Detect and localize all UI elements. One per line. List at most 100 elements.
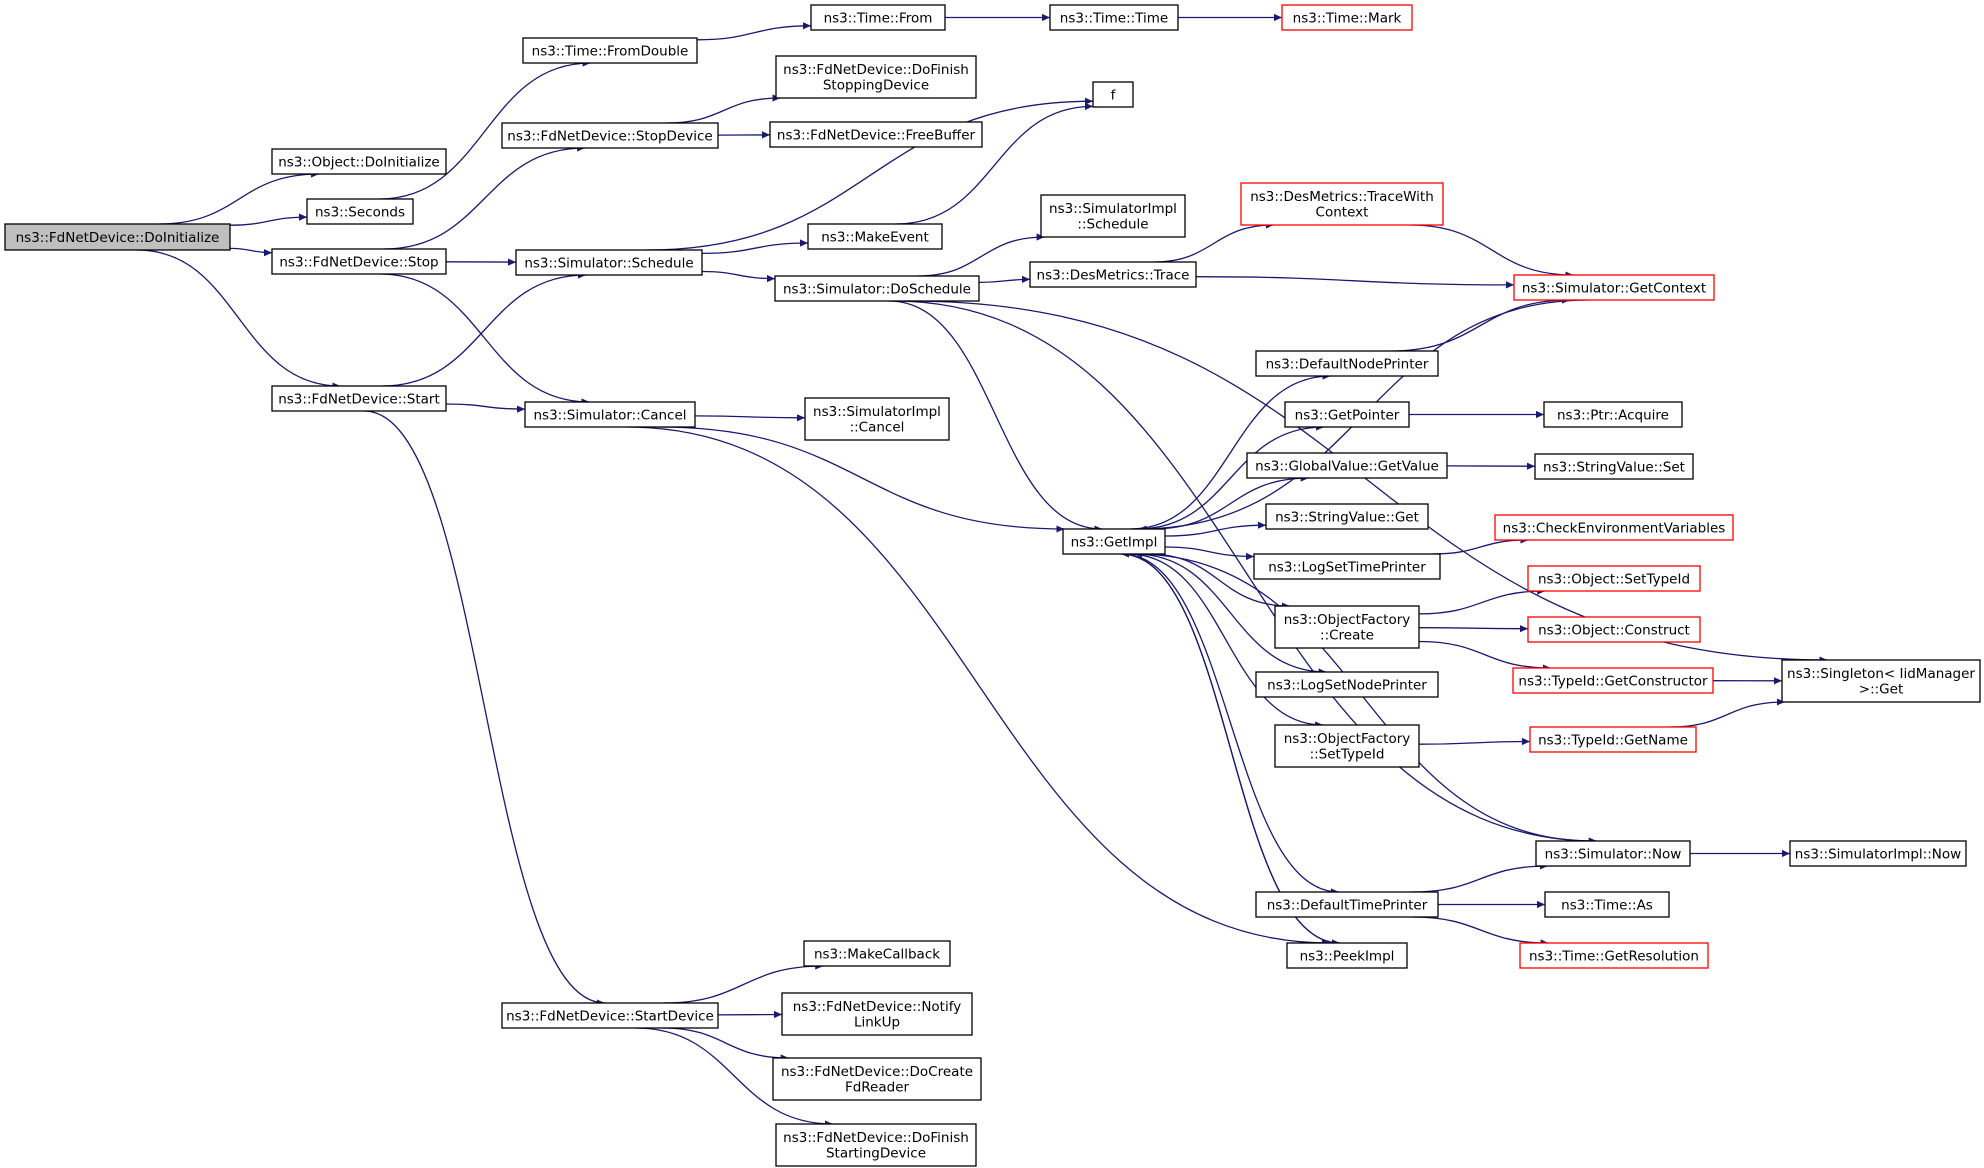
graph-node-ns3-simulator-cancel[interactable]: ns3::Simulator::Cancel xyxy=(524,401,696,428)
node-label: ns3::FdNetDevice::Start xyxy=(278,391,440,407)
node-box xyxy=(1513,274,1715,301)
graph-node-ns3-peekimpl[interactable]: ns3::PeekImpl xyxy=(1286,942,1408,969)
graph-node-ns3-globalvalue-getvalue[interactable]: ns3::GlobalValue::GetValue xyxy=(1246,452,1448,479)
node-box xyxy=(1255,671,1439,698)
edge-arrow xyxy=(646,97,1094,251)
edge-seconds-to-fromdouble xyxy=(379,59,591,200)
graph-node-ns3-getpointer[interactable]: ns3::GetPointer xyxy=(1284,401,1410,428)
node-label: ns3::SimulatorImpl xyxy=(1049,201,1177,217)
graph-node-ns3-simulator-schedule[interactable]: ns3::Simulator::Schedule xyxy=(515,249,703,276)
edge-arrow xyxy=(381,271,587,387)
node-box xyxy=(1789,840,1967,867)
node-label: ns3::GetPointer xyxy=(1295,407,1400,423)
edge-getimpl-to-globalvalue xyxy=(1152,474,1309,530)
node-box xyxy=(1512,667,1714,694)
graph-node-ns3-time-mark[interactable]: ns3::Time::Mark xyxy=(1281,4,1413,31)
graph-node-ns3-fdnetdevice-startdevice[interactable]: ns3::FdNetDevice::StartDevice xyxy=(501,1002,719,1029)
node-label: ns3::DefaultTimePrinter xyxy=(1267,897,1428,913)
node-label: ::SetTypeId xyxy=(1310,747,1385,763)
graph-node-ns3-time-as[interactable]: ns3::Time::As xyxy=(1544,891,1670,918)
graph-node-ns3-fdnetdevice-doinitialize[interactable]: ns3::FdNetDevice::DoInitialize xyxy=(4,223,231,251)
edge-arrow xyxy=(364,410,605,1007)
graph-node-ns3-simulatorimpl-schedule[interactable]: ns3::SimulatorImpl::Schedule xyxy=(1040,194,1186,238)
edge-arrow xyxy=(1153,221,1274,263)
edge-getimpl-to-logsetnode xyxy=(1134,553,1327,676)
node-label: ns3::Time::GetResolution xyxy=(1529,948,1699,964)
graph-node-ns3-checkenvironmentvariables[interactable]: ns3::CheckEnvironmentVariables xyxy=(1494,514,1734,541)
node-box xyxy=(781,992,973,1036)
edge-sched-to-makeevent xyxy=(701,239,809,255)
graph-node-f[interactable]: f xyxy=(1092,81,1134,108)
node-label: ns3::TypeId::GetName xyxy=(1538,732,1688,748)
node-label: ns3::Ptr::Acquire xyxy=(1557,407,1669,423)
graph-node-ns3-desmetrics-trace[interactable]: ns3::DesMetrics::Trace xyxy=(1029,261,1197,288)
node-label: ::Schedule xyxy=(1077,217,1148,233)
graph-node-ns3-time-getresolution[interactable]: ns3::Time::GetResolution xyxy=(1519,942,1709,969)
graph-node-ns3-seconds[interactable]: ns3::Seconds xyxy=(306,198,414,225)
graph-node-ns3-typeid-getconstructor[interactable]: ns3::TypeId::GetConstructor xyxy=(1512,667,1714,694)
node-box xyxy=(1534,453,1694,480)
node-label: ns3::DesMetrics::TraceWith xyxy=(1250,189,1434,205)
graph-node-ns3-stringvalue-set[interactable]: ns3::StringValue::Set xyxy=(1534,453,1694,480)
node-label: ns3::Time::From xyxy=(824,10,933,26)
edge-arrow xyxy=(895,102,1094,225)
graph-node-ns3-object-settypeid[interactable]: ns3::Object::SetTypeId xyxy=(1527,565,1701,592)
node-label: ns3::Simulator::DoSchedule xyxy=(783,281,971,297)
graph-node-ns3-time-fromdouble[interactable]: ns3::Time::FromDouble xyxy=(522,37,698,64)
graph-node-ns3-simulator-now[interactable]: ns3::Simulator::Now xyxy=(1535,840,1691,867)
node-box xyxy=(1519,942,1709,969)
graph-node-ns3-logsetnodeprinter[interactable]: ns3::LogSetNodePrinter xyxy=(1255,671,1439,698)
node-box xyxy=(1029,261,1197,288)
edge-deftimeprinter-to-simnow xyxy=(1412,862,1548,893)
graph-node-ns3-fdnetdevice-start[interactable]: ns3::FdNetDevice::Start xyxy=(271,385,447,412)
graph-node-ns3-singleton-iidmanager-get[interactable]: ns3::Singleton< IidManager >::Get xyxy=(1781,659,1981,703)
node-label: ns3::FdNetDevice::DoFinish xyxy=(783,1130,969,1146)
graph-node-ns3-object-doinitialize[interactable]: ns3::Object::DoInitialize xyxy=(271,148,447,175)
edge-cancel-to-getimpl xyxy=(659,426,1065,533)
graph-node-ns3-fdnetdevice-stopdevice[interactable]: ns3::FdNetDevice::StopDevice xyxy=(501,122,719,149)
edge-arrow xyxy=(1152,474,1309,530)
edge-arrow xyxy=(229,213,308,226)
node-label: ns3::StringValue::Set xyxy=(1543,459,1685,475)
graph-node-ns3-objectfactory-create[interactable]: ns3::ObjectFactory::Create xyxy=(1274,605,1420,649)
node-box xyxy=(1781,659,1981,703)
edge-deftimeprinter-to-getres xyxy=(1412,916,1549,947)
graph-node-ns3-typeid-getname[interactable]: ns3::TypeId::GetName xyxy=(1529,726,1697,753)
graph-node-ns3-fdnetdevice-stop[interactable]: ns3::FdNetDevice::Stop xyxy=(271,248,447,275)
graph-node-ns3-object-construct[interactable]: ns3::Object::Construct xyxy=(1527,616,1701,643)
graph-node-ns3-defaultnodeprinter[interactable]: ns3::DefaultNodePrinter xyxy=(1255,350,1439,377)
node-box xyxy=(775,55,977,99)
edge-arrow xyxy=(917,233,1045,277)
graph-node-ns3-time-from[interactable]: ns3::Time::From xyxy=(810,4,946,31)
node-label: ns3::FdNetDevice::StartDevice xyxy=(506,1008,714,1024)
graph-node-ns3-simulatorimpl-cancel[interactable]: ns3::SimulatorImpl::Cancel xyxy=(804,397,950,441)
graph-node-ns3-ptr-acquire[interactable]: ns3::Ptr::Acquire xyxy=(1543,401,1683,428)
edge-arrow xyxy=(1128,553,1324,729)
edge-getimpl-to-logsettime xyxy=(1164,546,1255,561)
graph-node-ns3-simulator-getcontext[interactable]: ns3::Simulator::GetContext xyxy=(1513,274,1715,301)
graph-node-ns3-defaulttimeprinter[interactable]: ns3::DefaultTimePrinter xyxy=(1255,891,1439,918)
graph-node-ns3-simulator-doschedule[interactable]: ns3::Simulator::DoSchedule xyxy=(774,275,980,302)
graph-node-ns3-time-time[interactable]: ns3::Time::Time xyxy=(1049,4,1179,31)
edge-arrow xyxy=(229,247,273,257)
graph-node-ns3-fdnetdevice-freebuffer[interactable]: ns3::FdNetDevice::FreeBuffer xyxy=(769,121,983,148)
graph-node-ns3-makecallback[interactable]: ns3::MakeCallback xyxy=(803,940,951,967)
graph-node-ns3-makeevent[interactable]: ns3::MakeEvent xyxy=(807,223,943,250)
edge-getimpl-to-getpointer xyxy=(1136,423,1325,530)
node-label: ns3::Object::DoInitialize xyxy=(278,154,440,170)
graph-node-ns3-logsettimeprinter[interactable]: ns3::LogSetTimePrinter xyxy=(1253,553,1441,580)
edge-arrow xyxy=(136,249,341,390)
edge-dosched-to-getimpl xyxy=(888,300,1103,533)
graph-node-ns3-objectfactory-settypeid[interactable]: ns3::ObjectFactory::SetTypeId xyxy=(1274,724,1420,768)
node-box xyxy=(1543,401,1683,428)
graph-node-ns3-getimpl[interactable]: ns3::GetImpl xyxy=(1062,528,1166,555)
graph-node-ns3-stringvalue-get[interactable]: ns3::StringValue::Get xyxy=(1265,503,1429,530)
edge-root-to-seconds xyxy=(229,213,308,226)
graph-node-ns3-simulatorimpl-now[interactable]: ns3::SimulatorImpl::Now xyxy=(1789,840,1967,867)
